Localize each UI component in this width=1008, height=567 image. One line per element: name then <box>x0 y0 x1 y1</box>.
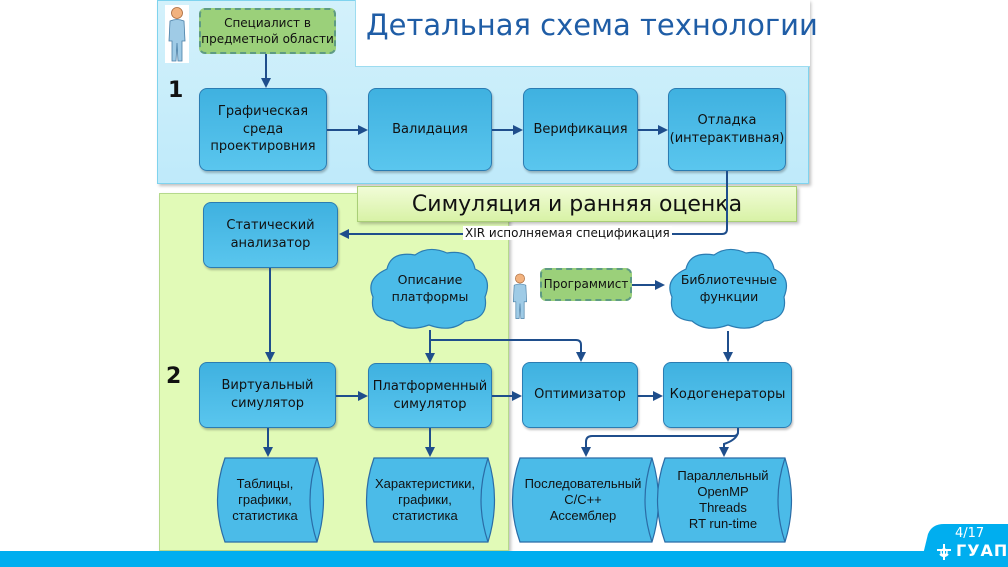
guap-logo-icon <box>937 544 951 560</box>
logo-text: ГУАП <box>956 541 1008 560</box>
store-parallel[interactable] <box>653 457 799 543</box>
arrow-xir-spec <box>339 171 728 239</box>
footer-bar <box>0 551 1008 567</box>
store-characteristics-label: Характеристики,графики,статистика <box>374 475 475 524</box>
store-characteristics[interactable] <box>362 457 502 543</box>
store-tables[interactable] <box>213 457 331 543</box>
region-1-number: 1 <box>168 78 184 103</box>
person-icon <box>165 5 189 63</box>
process-optimizer[interactable]: Оптимизатор <box>522 362 638 428</box>
arrow-platform-to-optimizer <box>430 339 586 362</box>
cloud-platform-description[interactable] <box>367 247 493 331</box>
xir-spec-label: XIR исполняемая спецификация <box>463 226 672 240</box>
arrow-codegen-to-outputs <box>581 428 739 457</box>
process-debug[interactable]: Отладка(интерактивная) <box>668 88 786 171</box>
process-validation[interactable]: Валидация <box>368 88 492 171</box>
region-2-number: 2 <box>166 364 182 389</box>
slide-title: Детальная схема технологии <box>366 8 818 42</box>
simulation-banner: Симуляция и ранняя оценка <box>357 186 797 222</box>
process-verification[interactable]: Верификация <box>523 88 638 171</box>
page-number: 4/17 <box>955 526 985 541</box>
actor-programmer[interactable]: Программист <box>540 268 632 301</box>
arrow-codegen-to-parallel <box>719 432 739 457</box>
store-sequential[interactable] <box>508 457 666 543</box>
person-icon <box>512 273 528 319</box>
title-box <box>355 0 810 67</box>
cloud-library-functions[interactable] <box>665 247 793 331</box>
store-tables-label: Таблицы,графики,статистика <box>232 475 298 524</box>
process-codegenerators[interactable]: Кодогенераторы <box>663 362 792 428</box>
